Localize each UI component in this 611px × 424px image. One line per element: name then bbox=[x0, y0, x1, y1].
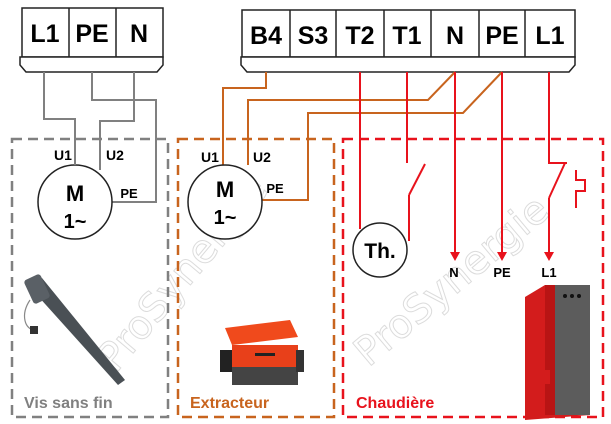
terminal-N-right: N bbox=[446, 22, 464, 50]
terminal-T1: T1 bbox=[392, 22, 421, 50]
svg-text:Th.: Th. bbox=[364, 240, 396, 263]
label-PE: PE bbox=[120, 186, 138, 201]
motor-extracteur: M 1~ U1 U2 PE bbox=[187, 149, 284, 240]
output-PE-label: PE bbox=[493, 265, 511, 280]
safety-thermostat-symbol bbox=[575, 170, 586, 208]
thermostat-circle bbox=[352, 222, 408, 278]
terminal-PE-right: PE bbox=[485, 22, 518, 50]
motor-extracteur-circle bbox=[187, 164, 263, 240]
chaudiere-wires bbox=[359, 72, 586, 255]
section-chaudiere-box bbox=[341, 137, 605, 419]
output-L1-label: L1 bbox=[541, 265, 556, 280]
terminal-S3: S3 bbox=[298, 22, 329, 50]
terminal-L1-right: L1 bbox=[535, 22, 564, 50]
watermark: ProSynergie ProSynergie bbox=[88, 167, 559, 381]
wire-vis-PE bbox=[91, 72, 157, 203]
terminal-block-left: L1 PE N bbox=[19, 7, 164, 73]
terminal-N: N bbox=[130, 20, 148, 48]
wire-ext-B4 bbox=[222, 72, 267, 165]
section-extracteur-box bbox=[176, 137, 336, 419]
boiler-image bbox=[525, 285, 590, 420]
terminal-PE: PE bbox=[75, 20, 108, 48]
motor-vis: M 1~ U1 U2 PE bbox=[37, 139, 138, 240]
svg-text:M: M bbox=[216, 177, 234, 202]
thermostat: Th. bbox=[352, 222, 408, 278]
terminal-B4: B4 bbox=[250, 22, 282, 50]
svg-text:1~: 1~ bbox=[64, 211, 87, 233]
terminal-L1: L1 bbox=[30, 20, 59, 48]
terminal-T2: T2 bbox=[345, 22, 374, 50]
auger-image bbox=[23, 274, 125, 385]
label-U1: U1 bbox=[54, 147, 72, 163]
arrow-L1 bbox=[544, 252, 554, 261]
switch-contact bbox=[408, 163, 426, 196]
arrow-PE bbox=[497, 252, 507, 261]
wire-L1-top bbox=[548, 72, 567, 164]
label-U2-ext: U2 bbox=[253, 149, 271, 165]
label-U2: U2 bbox=[106, 147, 124, 163]
output-N-label: N bbox=[449, 265, 458, 280]
wire-ext-PE bbox=[262, 71, 503, 201]
caption-extracteur: Extracteur bbox=[190, 395, 269, 412]
extracteur-wires bbox=[222, 71, 503, 201]
caption-chaudiere: Chaudière bbox=[356, 395, 434, 412]
label-U1-ext: U1 bbox=[201, 149, 219, 165]
label-PE-ext: PE bbox=[266, 181, 284, 196]
section-vis-box bbox=[10, 137, 170, 419]
extractor-image bbox=[220, 320, 304, 385]
caption-vis: Vis sans fin bbox=[24, 395, 113, 412]
safety-switch-contact bbox=[548, 162, 566, 199]
wire-ext-N bbox=[247, 71, 456, 165]
terminal-block-right: B4 S3 T2 T1 N PE L1 bbox=[240, 9, 576, 73]
svg-text:1~: 1~ bbox=[214, 207, 237, 229]
arrow-N bbox=[450, 252, 460, 261]
svg-text:M: M bbox=[66, 181, 84, 206]
arrowheads bbox=[450, 252, 554, 261]
